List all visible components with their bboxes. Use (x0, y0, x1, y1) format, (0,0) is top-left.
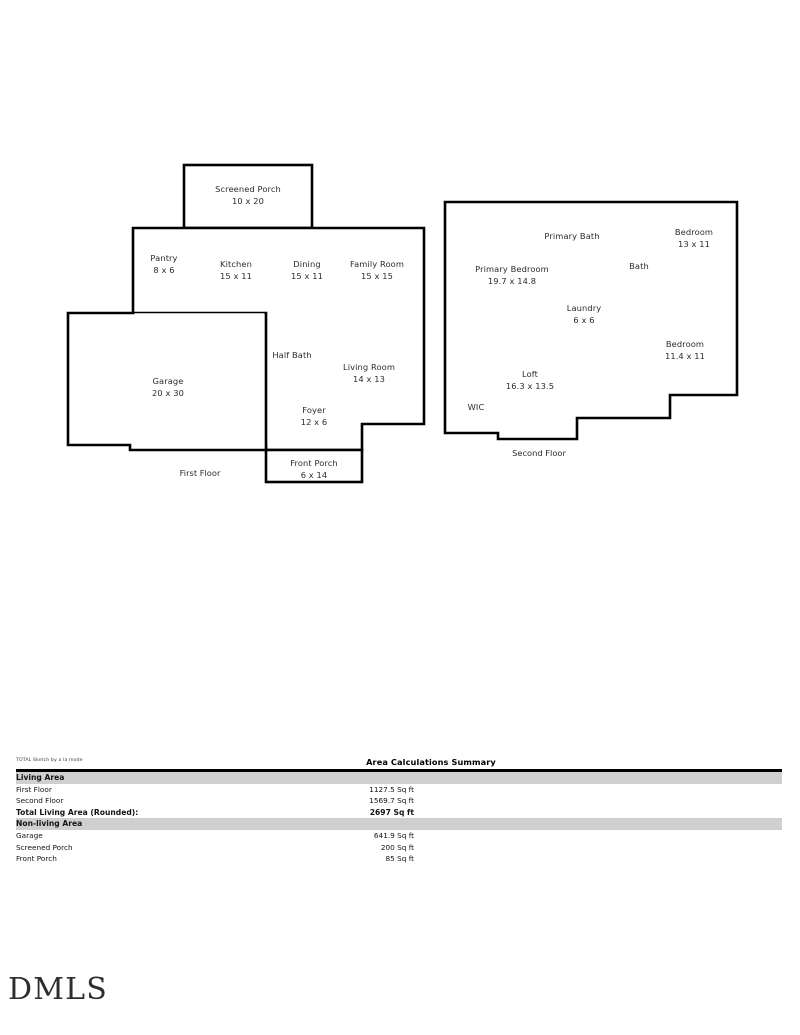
row-value: 1569.7 Sq ft (369, 796, 414, 806)
floor-plan-drawing: Screened Porch 10 x 20 Pantry 8 x 6 Kitc… (66, 163, 739, 484)
room-dim-screened-porch: 10 x 20 (232, 196, 264, 206)
room-dim-front-porch: 6 x 14 (301, 470, 328, 480)
room-dim-primary-bedroom: 19.7 x 14.8 (488, 276, 536, 286)
row-value (316, 818, 414, 830)
row-label: Garage (16, 830, 43, 840)
room-label-front-porch: Front Porch (290, 458, 338, 468)
row-value: 2697 Sq ft (369, 807, 414, 817)
row-label: Living Area (16, 772, 316, 784)
dmls-logo: DMLS (8, 972, 109, 1007)
screened-porch-outline (182, 163, 314, 230)
room-label-garage: Garage (153, 376, 184, 386)
room-label-primary-bath: Primary Bath (544, 231, 599, 241)
row-label: Total Living Area (Rounded): (16, 807, 139, 817)
garage-outline (66, 311, 268, 452)
row-pad (414, 772, 782, 784)
row-pad (414, 853, 782, 865)
table-row: Second Floor 1569.7 Sq ft (16, 795, 782, 807)
room-dim-laundry: 6 x 6 (573, 315, 594, 325)
first-floor-group: Screened Porch 10 x 20 Pantry 8 x 6 Kitc… (66, 163, 426, 484)
row-pad (414, 818, 782, 830)
table-row: First Floor 1127.5 Sq ft (16, 784, 782, 796)
room-label-screened-porch: Screened Porch (215, 184, 281, 194)
table-row: Screened Porch 200 Sq ft (16, 842, 782, 854)
area-calculations-summary: TOTAL Sketch by a la mode Area Calculati… (16, 757, 782, 865)
room-dim-foyer: 12 x 6 (301, 417, 328, 427)
room-label-kitchen: Kitchen (220, 259, 252, 269)
summary-top-rule (16, 769, 782, 772)
room-label-primary-bedroom: Primary Bedroom (475, 264, 549, 274)
row-pad (414, 784, 782, 796)
table-row: Living Area (16, 772, 782, 784)
room-dim-kitchen: 15 x 11 (220, 271, 252, 281)
table-row: Front Porch 85 Sq ft (16, 853, 782, 865)
room-dim-garage: 20 x 30 (152, 388, 184, 398)
room-label-bath: Bath (629, 261, 649, 271)
room-dim-bedroom-2: 11.4 x 11 (665, 351, 705, 361)
row-label: Second Floor (16, 796, 64, 806)
row-pad (414, 795, 782, 807)
room-label-foyer: Foyer (302, 405, 326, 415)
room-label-family-room: Family Room (350, 259, 404, 269)
room-label-wic: WIC (468, 402, 485, 412)
room-label-bedroom-1: Bedroom (675, 227, 713, 237)
row-value: 200 Sq ft (380, 842, 414, 852)
room-label-living-room: Living Room (343, 362, 395, 372)
front-porch-outline (264, 448, 364, 484)
row-value: 1127.5 Sq ft (369, 784, 414, 794)
row-label: Screened Porch (16, 842, 73, 852)
area-table-body: Living Area First Floor 1127.5 Sq ft Sec… (16, 772, 782, 865)
room-dim-family-room: 15 x 15 (361, 271, 393, 281)
row-pad (414, 807, 782, 819)
row-pad (414, 830, 782, 842)
row-label: First Floor (16, 784, 52, 794)
second-floor-group: Primary Bath Bedroom 13 x 11 Primary Bed… (443, 200, 739, 458)
first-floor-caption: First Floor (180, 468, 221, 478)
room-label-dining: Dining (293, 259, 320, 269)
room-dim-loft: 16.3 x 13.5 (506, 381, 554, 391)
row-value: 85 Sq ft (385, 854, 415, 864)
room-label-pantry: Pantry (150, 253, 177, 263)
row-value: 641.9 Sq ft (373, 830, 414, 840)
room-label-loft: Loft (522, 369, 539, 379)
summary-title: Area Calculations Summary (366, 757, 496, 767)
row-label: Non-living Area (16, 818, 316, 830)
table-row: Garage 641.9 Sq ft (16, 830, 782, 842)
room-dim-pantry: 8 x 6 (153, 265, 174, 275)
table-row: Total Living Area (Rounded): 2697 Sq ft (16, 807, 782, 819)
second-floor-outline (443, 200, 739, 441)
room-dim-dining: 15 x 11 (291, 271, 323, 281)
table-row: Non-living Area (16, 818, 782, 830)
room-label-bedroom-2: Bedroom (666, 339, 704, 349)
row-value (316, 772, 414, 784)
room-label-half-bath: Half Bath (272, 350, 311, 360)
room-dim-bedroom-1: 13 x 11 (678, 239, 710, 249)
floor-plan-sketch-area: Screened Porch 10 x 20 Pantry 8 x 6 Kitc… (66, 163, 739, 484)
room-label-laundry: Laundry (567, 303, 602, 313)
row-label: Front Porch (16, 854, 57, 864)
second-floor-caption: Second Floor (512, 448, 566, 458)
row-pad (414, 842, 782, 854)
area-table: Living Area First Floor 1127.5 Sq ft Sec… (16, 772, 782, 865)
room-dim-living-room: 14 x 13 (353, 374, 385, 384)
sketch-credit: TOTAL Sketch by a la mode (16, 758, 83, 763)
